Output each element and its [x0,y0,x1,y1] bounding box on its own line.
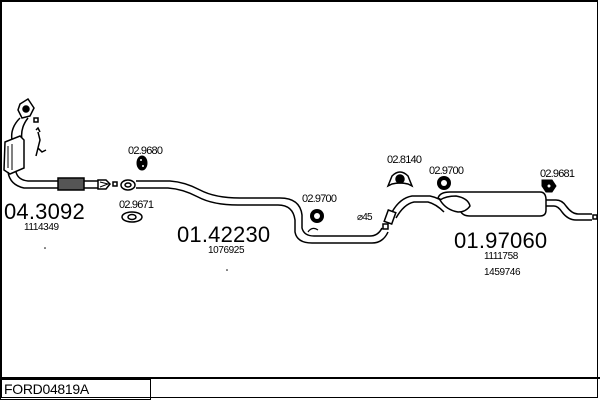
rubber-ring-icon[interactable] [437,176,451,190]
rubber-ring-icon[interactable] [310,209,324,223]
rear-silencer[interactable] [437,191,598,221]
clamp-bracket [33,117,47,157]
diagram-code: FORD04819A [4,381,89,397]
section-reference: 1459746 [484,267,521,278]
flange-gasket-icon[interactable] [121,211,143,223]
section-part-number[interactable]: 01.97060 [454,228,548,253]
marker-dot [44,247,46,249]
section-part-number[interactable]: 01.42230 [177,222,271,247]
accessory-part-number[interactable]: 02.9671 [119,199,154,211]
accessory-part-number[interactable]: 02.9681 [540,168,575,180]
accessory-part-number[interactable]: 02.9680 [128,145,163,157]
marker-dot [226,269,228,271]
mounting-bracket-icon[interactable] [386,171,414,188]
joint-gasket [112,179,136,191]
rubber-hanger-icon[interactable] [136,155,148,171]
flex-pipe-icon [57,177,85,191]
catalytic-converter-icon [3,135,25,175]
pipe-connector [382,209,397,230]
section-reference: 1111758 [484,251,518,262]
accessory-part-number[interactable]: 02.9700 [429,165,464,177]
accessory-part-number[interactable]: 02.8140 [387,154,422,166]
rubber-hanger-icon[interactable] [541,179,557,193]
section-reference: 1114349 [24,222,59,233]
pipe-diameter-label: ⌀45 [357,212,373,223]
middle-pipe[interactable] [136,180,389,244]
frame-divider [0,377,600,379]
front-pipe-catalyst[interactable] [3,97,112,191]
accessory-part-number[interactable]: 02.9700 [302,193,337,205]
section-reference: 1076925 [208,245,245,256]
section-part-number[interactable]: 04.3092 [4,199,85,224]
